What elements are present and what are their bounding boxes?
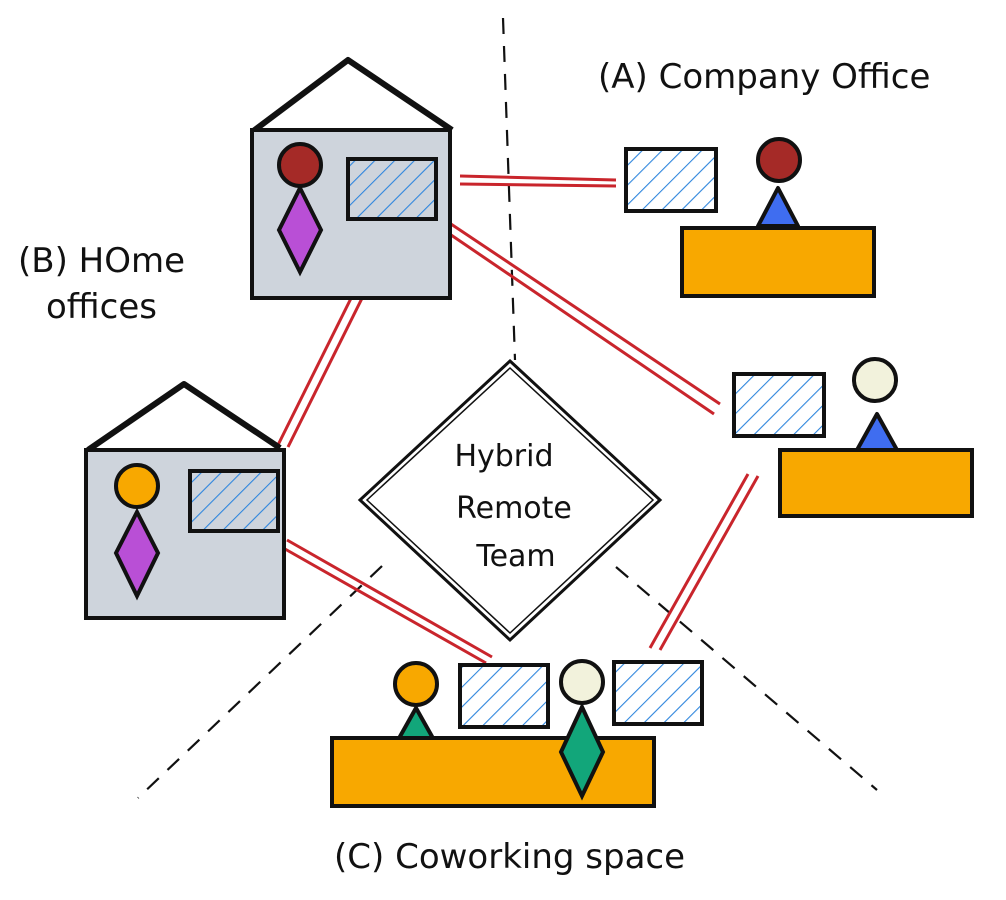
house-roof [250, 57, 454, 135]
diamond-outline-inner [365, 366, 655, 635]
center-diamond: Hybrid Remote Team [357, 358, 663, 643]
connection-home2-cowork [284, 547, 487, 665]
computer-screen [346, 157, 438, 221]
connection-lines [276, 174, 760, 665]
computer-screen [612, 660, 704, 726]
company-office-desk [624, 137, 876, 298]
computer-screen [458, 663, 550, 729]
person-head [559, 659, 605, 705]
coworking-desk [330, 659, 704, 808]
house-roof [86, 381, 282, 453]
person-tie-body [276, 183, 324, 277]
connection-home1-company [459, 174, 617, 182]
person-body [756, 186, 800, 228]
divider-lower-left [137, 565, 383, 799]
person-head [393, 661, 439, 707]
label-company-office: (A) Company Office [598, 57, 930, 97]
connection-right-desk-cowork [648, 473, 750, 649]
diamond-outline [357, 358, 663, 643]
desk [330, 736, 656, 808]
center-label-line3: Team [475, 539, 555, 574]
connection-home1-right-desk [435, 212, 721, 406]
person-head [114, 463, 160, 509]
computer-screen [732, 372, 826, 438]
connection-home1-company [459, 182, 617, 188]
connection-home2-cowork [286, 538, 493, 659]
person-body [396, 706, 436, 742]
center-label-line1: Hybrid [454, 439, 553, 474]
desk [778, 448, 974, 518]
connection-right-desk-cowork [658, 475, 760, 651]
home-office-1 [250, 57, 454, 300]
right-office-desk [732, 357, 974, 518]
label-home-offices-line2: offices [46, 287, 157, 327]
person-head [852, 357, 898, 403]
computer-screen [188, 469, 280, 533]
label-home-offices-line1: (B) HOme [18, 241, 185, 281]
computer-screen [624, 147, 718, 213]
connection-home1-right-desk [431, 220, 715, 416]
center-label-line2: Remote [456, 491, 572, 526]
divider-lower-right [615, 566, 878, 791]
person-body [855, 412, 899, 452]
desk [680, 226, 876, 298]
zone-dividers [137, 17, 878, 799]
divider-top [501, 17, 517, 361]
label-coworking-space: (C) Coworking space [334, 837, 685, 877]
person-tie-body [558, 702, 606, 801]
person-tie-body [113, 507, 161, 601]
home-office-2 [84, 381, 286, 620]
person-head [756, 137, 802, 183]
person-head [277, 142, 323, 188]
